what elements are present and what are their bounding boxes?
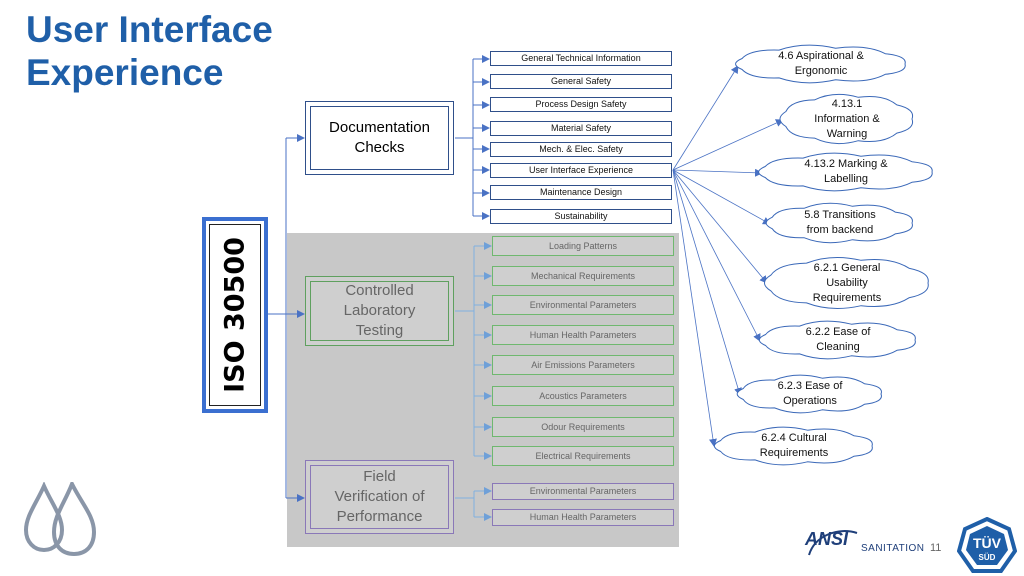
doc-item-maintenance-design: Maintenance Design: [490, 185, 672, 200]
lab-item-electrical-requirements: Electrical Requirements: [492, 446, 674, 466]
field-item-human-health-parameters: Human Health Parameters: [492, 509, 674, 526]
field-item-environmental-parameters: Environmental Parameters: [492, 483, 674, 500]
cloud-6-2-2-ease-of-cleaning: 6.2.2 Ease of Cleaning: [757, 320, 919, 360]
tuv-sud-logo: TÜV SÜD: [957, 517, 1017, 573]
ctl-box-line1: Controlled: [345, 282, 414, 299]
cloud-label: 6.2.3 Ease of Operations: [777, 380, 843, 407]
cloud-shape: [736, 374, 882, 414]
cloud-6-2-3-ease-of-operations: 6.2.3 Ease of Operations: [735, 374, 885, 414]
ansi-sanitation-logo: ANSI SANITATION: [805, 527, 925, 565]
cloud-shape: [758, 152, 933, 192]
cloud-label: 4.13.2 Marking & Labelling: [804, 158, 888, 185]
cloud-shape: [779, 93, 914, 145]
cloud-5-8-transitions-from-backend: 5.8 Transitions from backend: [764, 202, 916, 244]
documentation-checks-box: Documentation Checks: [305, 101, 454, 175]
field-verification-box: Field Verification of Performance: [305, 460, 454, 534]
doc-item-general-safety: General Safety: [490, 74, 672, 89]
slide-title-line1: User Interface: [26, 9, 273, 50]
slide-title: User Interface Experience: [26, 8, 273, 94]
cloud-4-6-aspirational-ergonomic: 4.6 Aspirational & Ergonomic: [733, 44, 909, 84]
cloud-4-13-1-information-warning: 4.13.1 Information & Warning: [778, 93, 916, 145]
lab-item-acoustics-parameters: Acoustics Parameters: [492, 386, 674, 406]
page-number: 11: [930, 542, 942, 554]
cloud-6-2-1-general-usability: 6.2.1 General Usability Requirements: [762, 256, 932, 310]
ansi-logo-text: ANSI: [805, 529, 849, 549]
ctl-box-line3: Testing: [355, 322, 404, 339]
cloud-6-2-4-cultural-requirements: 6.2.4 Cultural Requirements: [712, 426, 876, 466]
cloud-shape: [758, 320, 916, 360]
doc-box-line2: Checks: [354, 139, 405, 156]
cloud-label: 4.13.1 Information & Warning: [814, 97, 880, 140]
water-drops-icon: [24, 482, 97, 557]
fld-box-line1: Field: [363, 468, 396, 485]
cloud-shape: [713, 426, 873, 466]
doc-item-sustainability: Sustainability: [490, 209, 672, 224]
cloud-4-13-2-marking-labelling: 4.13.2 Marking & Labelling: [756, 152, 936, 192]
ctl-box-line2: Laboratory: [343, 302, 416, 319]
cloud-shape: [763, 257, 929, 309]
lab-item-environmental-parameters: Environmental Parameters: [492, 295, 674, 315]
doc-box-line1: Documentation: [329, 119, 430, 136]
fld-box-line3: Performance: [336, 508, 423, 525]
lab-item-air-emissions-parameters: Air Emissions Parameters: [492, 355, 674, 375]
doc-item-mech-elec-safety: Mech. & Elec. Safety: [490, 142, 672, 157]
lab-item-human-health-parameters: Human Health Parameters: [492, 325, 674, 345]
cloud-label: 4.6 Aspirational & Ergonomic: [778, 50, 864, 77]
lab-item-odour-requirements: Odour Requirements: [492, 417, 674, 437]
slide-title-line2: Experience: [26, 52, 224, 93]
ansi-logo-sub: SANITATION: [861, 543, 925, 554]
lab-item-loading-patterns: Loading Patterns: [492, 236, 674, 256]
lab-item-mechanical-requirements: Mechanical Requirements: [492, 266, 674, 286]
doc-item-process-design-safety: Process Design Safety: [490, 97, 672, 112]
cloud-shape: [765, 202, 913, 244]
ansi-swoosh-icon: [808, 530, 858, 556]
cloud-label: 6.2.2 Ease of Cleaning: [805, 326, 871, 353]
cloud-shape: [735, 44, 906, 84]
iso-30500-label: ISO 30500: [219, 237, 251, 393]
fld-box-line2: Verification of: [334, 488, 425, 505]
doc-item-user-interface-experience: User Interface Experience: [490, 163, 672, 178]
controlled-lab-testing-box: Controlled Laboratory Testing: [305, 276, 454, 346]
cloud-label: 5.8 Transitions from backend: [804, 209, 876, 236]
doc-item-material-safety: Material Safety: [490, 121, 672, 136]
iso-30500-box: ISO 30500: [202, 217, 268, 413]
cloud-label: 6.2.1 General Usability Requirements: [812, 261, 882, 304]
doc-item-general-technical-information: General Technical Information: [490, 51, 672, 66]
tuv-logo-line1: TÜV: [973, 535, 1002, 551]
cloud-label: 6.2.4 Cultural Requirements: [759, 432, 829, 459]
tuv-logo-line2: SÜD: [979, 553, 996, 562]
